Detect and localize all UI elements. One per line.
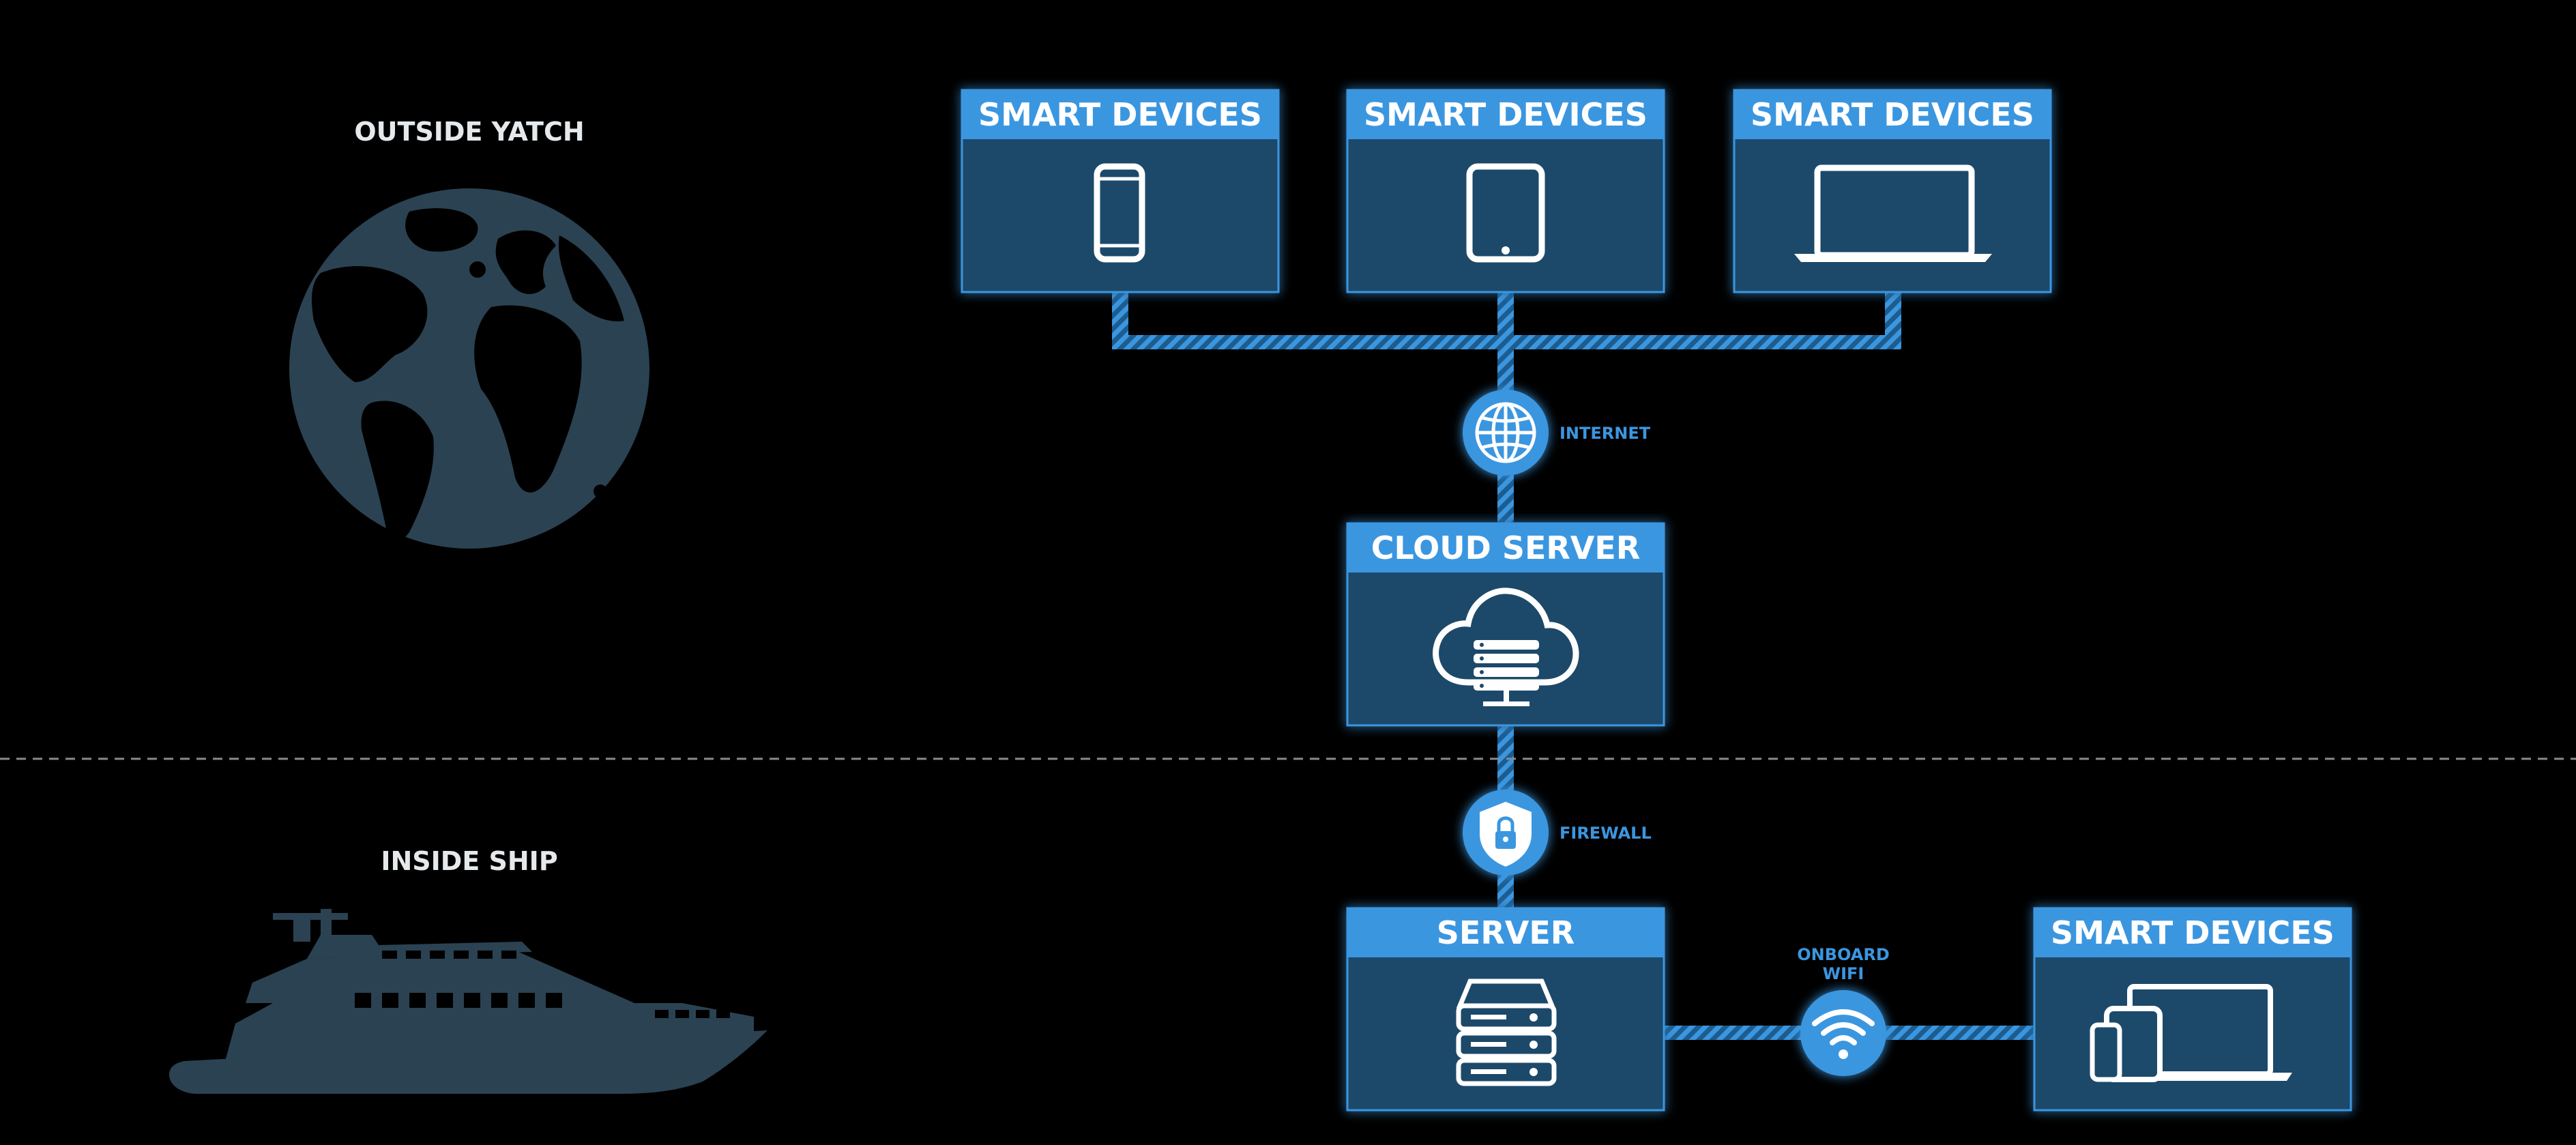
node-title: SMART DEVICES — [1364, 96, 1648, 133]
node-title: SMART DEVICES — [1751, 96, 2034, 133]
outside-label: OUTSIDE YATCH — [354, 117, 584, 147]
server-rack-icon — [1456, 979, 1557, 1086]
node-tablet-devices: SMART DEVICES — [1346, 89, 1665, 293]
internet-connector: INTERNET — [1463, 390, 1651, 476]
globe-icon — [1475, 402, 1536, 463]
cloud-server-icon — [1433, 588, 1579, 706]
smartphone-icon — [1094, 163, 1145, 263]
globe-icon — [289, 188, 649, 549]
node-cloud-server: CLOUD SERVER — [1346, 522, 1665, 727]
wifi-icon — [1812, 1009, 1875, 1059]
node-laptop-devices: SMART DEVICES — [1733, 89, 2052, 293]
wifi-label-line1: ONBOARD — [1797, 945, 1890, 964]
internet-label: INTERNET — [1560, 424, 1651, 443]
firewall-connector: FIREWALL — [1463, 789, 1652, 875]
inside-label: INSIDE SHIP — [381, 846, 557, 876]
node-title: SMART DEVICES — [978, 96, 1262, 133]
outside-section: OUTSIDE YATCH — [289, 117, 649, 549]
wifi-label-line2: WIFI — [1823, 964, 1864, 983]
node-title: CLOUD SERVER — [1371, 530, 1641, 566]
wifi-connector: ONBOARD WIFI — [1797, 945, 1890, 1076]
node-title: SMART DEVICES — [2051, 914, 2334, 951]
node-onboard-devices: SMART DEVICES — [2033, 907, 2352, 1112]
node-phone-devices: SMART DEVICES — [961, 89, 1280, 293]
node-title: SERVER — [1437, 914, 1575, 951]
laptop-icon — [1794, 164, 1992, 262]
yacht-icon — [169, 909, 767, 1094]
firewall-label: FIREWALL — [1560, 824, 1652, 843]
node-server: SERVER — [1346, 907, 1665, 1112]
tablet-icon — [1466, 163, 1545, 263]
yacht-windows — [355, 951, 730, 1018]
shield-lock-icon — [1480, 802, 1532, 867]
multi-device-icon — [2090, 984, 2292, 1082]
inside-section: INSIDE SHIP — [169, 846, 767, 1094]
